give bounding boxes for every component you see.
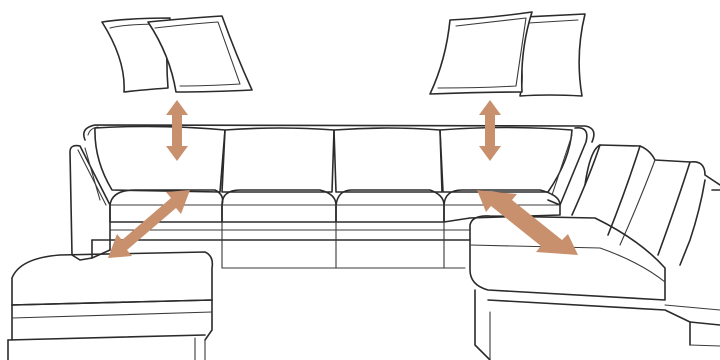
arrow-icon	[108, 190, 190, 258]
ottoman	[8, 252, 212, 360]
sofa-left-arm	[70, 146, 110, 260]
corner-base	[475, 290, 720, 360]
sofa-back-cushion	[222, 128, 334, 192]
sofa-back-cushion	[334, 128, 442, 192]
pillow-group-right	[430, 12, 585, 96]
pillow-group-left	[102, 16, 252, 92]
sofa-back-cushion	[440, 128, 572, 193]
arrow-icon	[166, 100, 188, 161]
corner-sofa-back	[572, 145, 720, 265]
arrow-icon	[479, 100, 501, 161]
corner-seat-cushion	[470, 216, 665, 300]
sofa-back-cushion	[95, 126, 225, 192]
